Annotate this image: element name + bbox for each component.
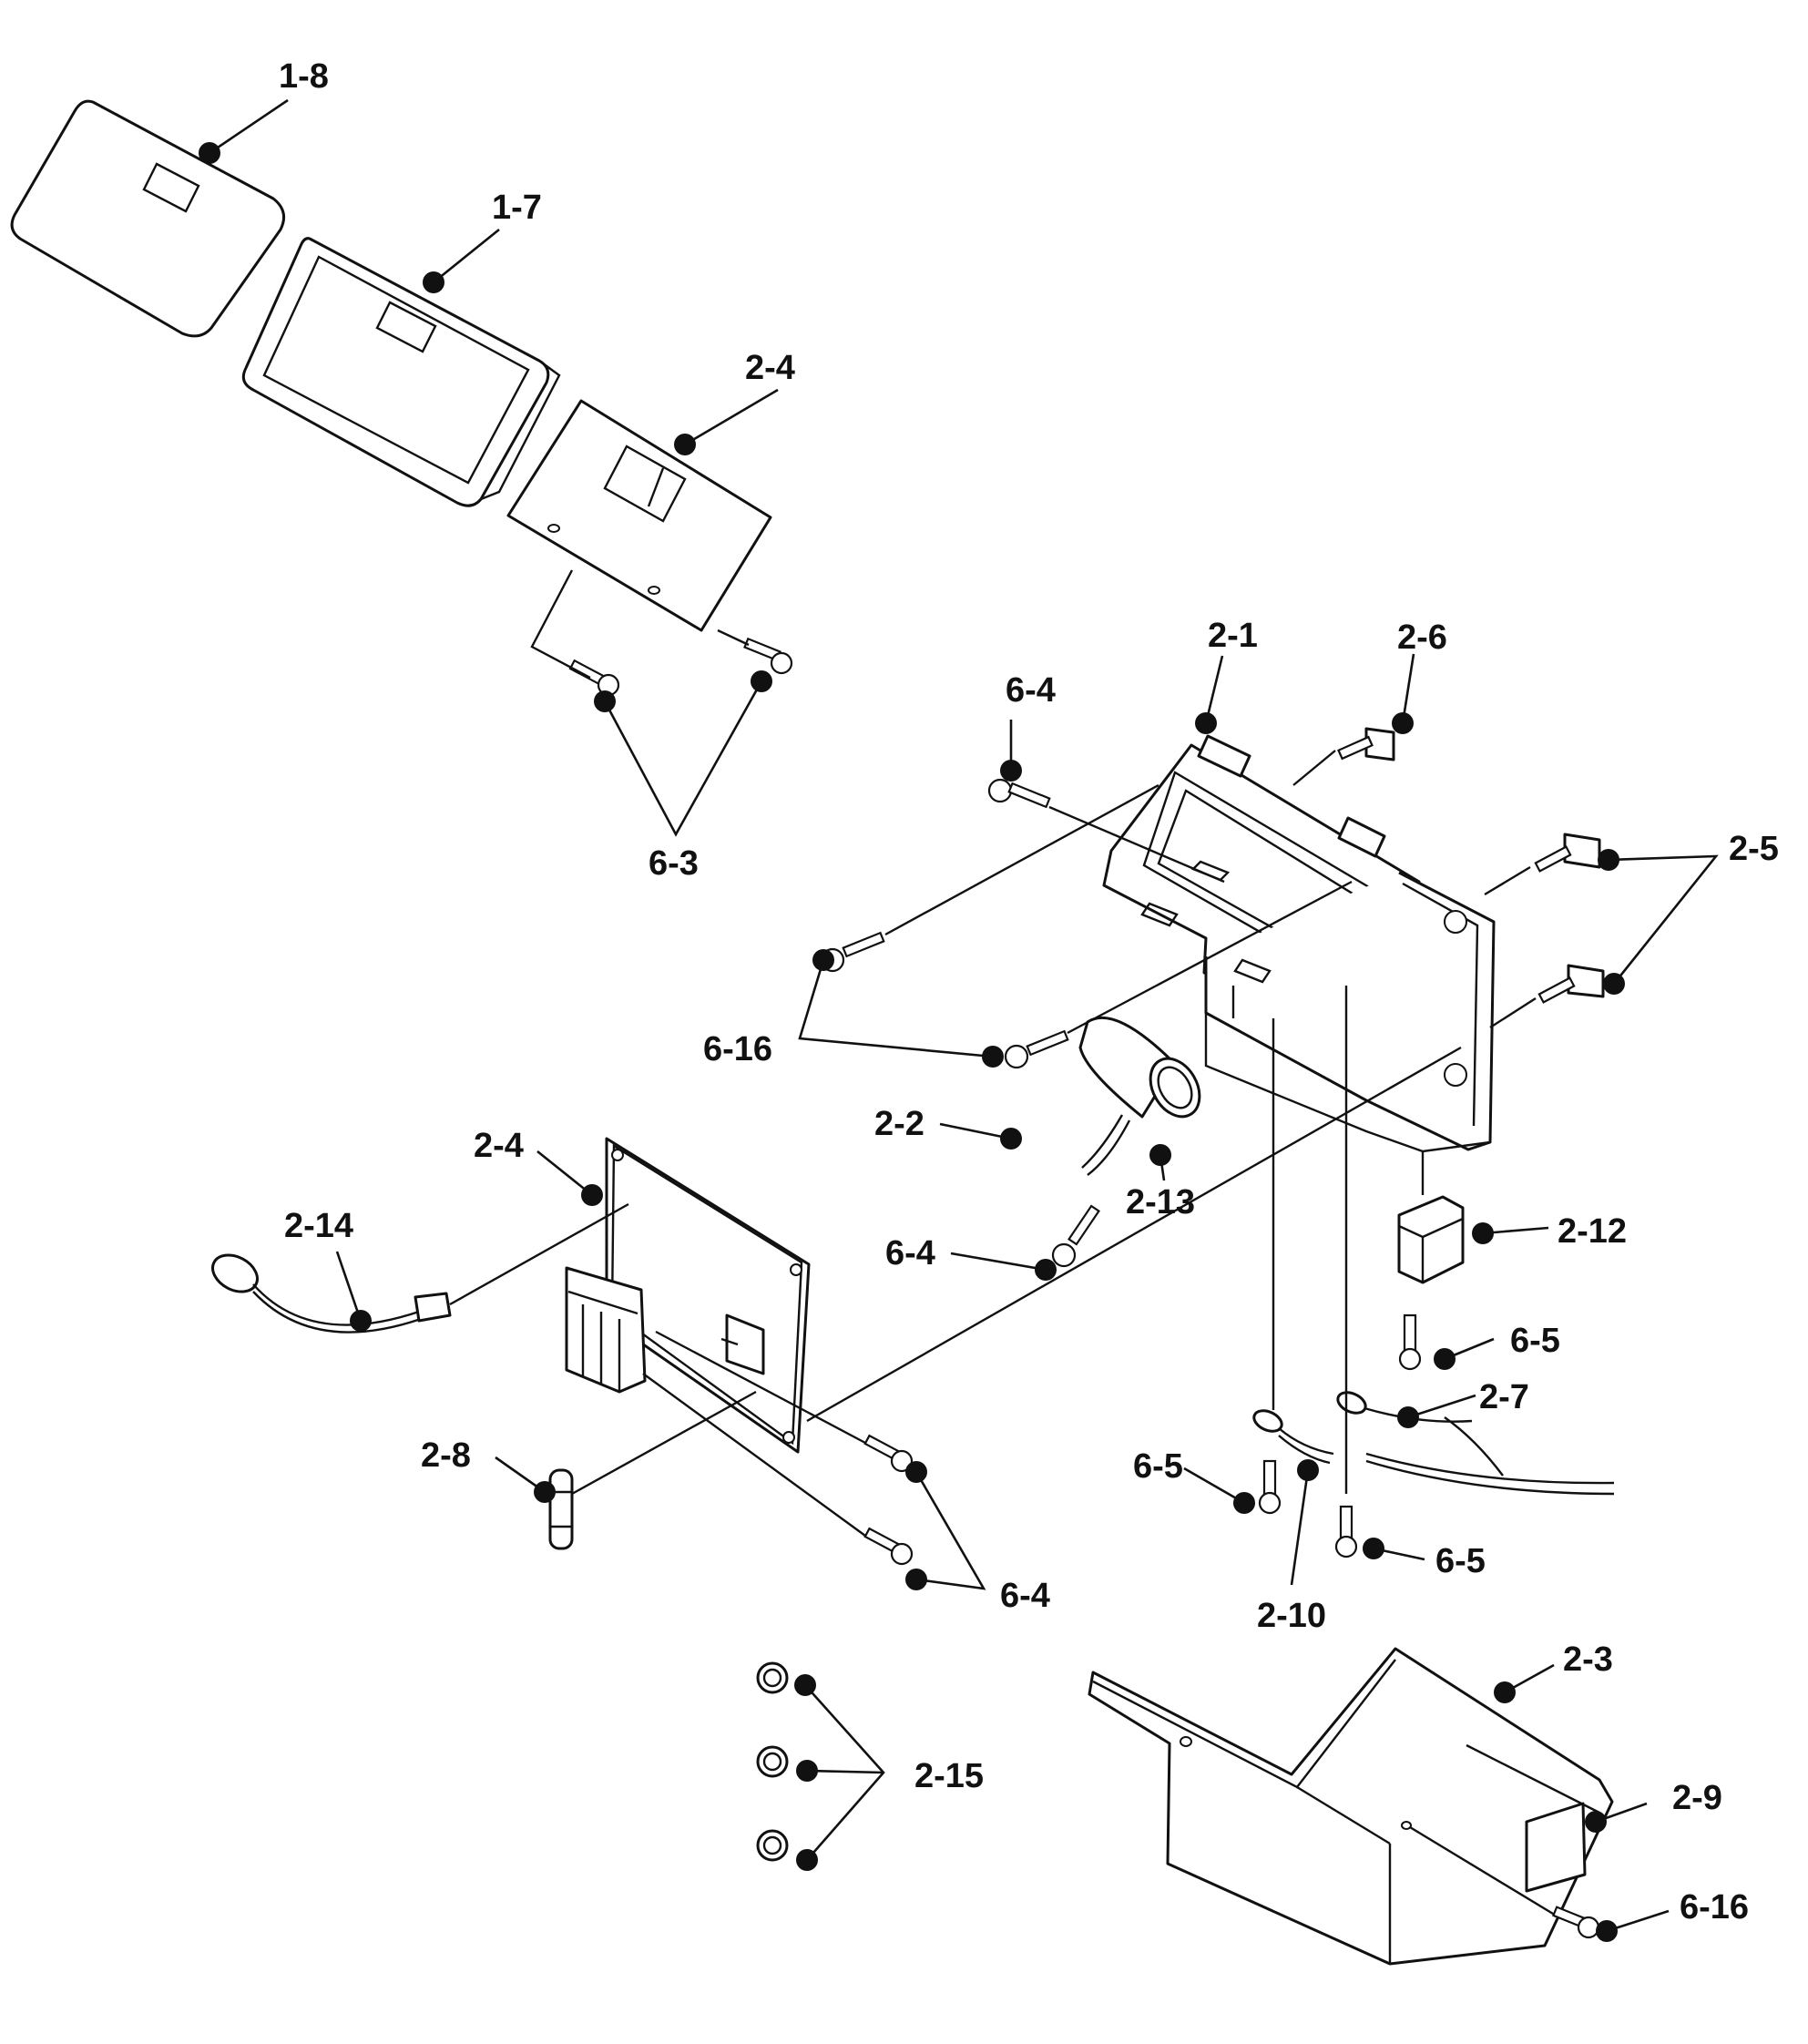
callout-6-3: 6-3 [649,844,699,883]
callout-2-2: 2-2 [874,1105,924,1143]
part-2-2-capacitor [1051,1016,1201,1268]
callout-2-4-board: 2-4 [474,1127,524,1165]
callout-6-16-low: 6-16 [1680,1888,1749,1926]
screws-6-3 [530,569,793,697]
callout-2-6: 2-6 [1397,618,1447,657]
leaders [209,98,1719,1933]
callout-2-14: 2-14 [284,1207,353,1245]
callout-6-4-mid: 6-4 [885,1234,935,1272]
part-2-4-circuit-board [565,1046,1462,1454]
callout-6-4-low: 6-4 [1000,1577,1050,1615]
part-2-14-sensor-cable [211,1202,629,1334]
part-2-8-fuse [548,1390,757,1550]
screws-6-4-6-16 [820,778,1353,1069]
callout-2-4-top: 2-4 [745,349,795,387]
callout-6-5-low: 6-5 [1435,1542,1486,1580]
callout-1-8: 1-8 [279,57,329,96]
callout-2-10: 2-10 [1257,1597,1326,1635]
part-1-7-frame [241,237,561,507]
callout-2-7: 2-7 [1479,1378,1529,1416]
callout-dots [199,142,1625,1942]
part-1-8-overlay [10,99,286,338]
parts-2-15-clamps [756,1661,789,1862]
callout-1-7: 1-7 [492,189,542,227]
callout-2-15: 2-15 [914,1757,984,1795]
callout-labels: 1-8 1-7 2-4 6-3 2-1 2-6 6-4 2-5 6-16 2-2… [279,57,1779,1926]
callout-2-1: 2-1 [1208,617,1258,655]
part-2-1-bracket [1102,734,1496,1153]
callout-2-3: 2-3 [1563,1640,1613,1679]
part-2-4-panel [506,399,772,632]
part-2-3-cover [1088,1647,1614,1966]
part-2-12-relay [1397,1151,1465,1371]
part-2-10-ground-lead [1252,1018,1334,1515]
screws-6-4-board [642,1330,914,1566]
callout-2-13: 2-13 [1126,1183,1195,1221]
callout-6-5-left: 6-5 [1133,1447,1183,1486]
callout-2-5: 2-5 [1729,830,1779,868]
callout-2-8: 2-8 [421,1436,471,1475]
callout-2-12: 2-12 [1558,1212,1627,1251]
part-2-7-harness [1334,986,1615,1559]
screws-2-5-2-6 [1292,727,1605,1029]
callout-2-9: 2-9 [1672,1779,1722,1817]
callout-6-16-mid: 6-16 [703,1030,772,1068]
callout-6-5-right: 6-5 [1510,1322,1560,1360]
callout-6-4-top: 6-4 [1006,671,1056,710]
